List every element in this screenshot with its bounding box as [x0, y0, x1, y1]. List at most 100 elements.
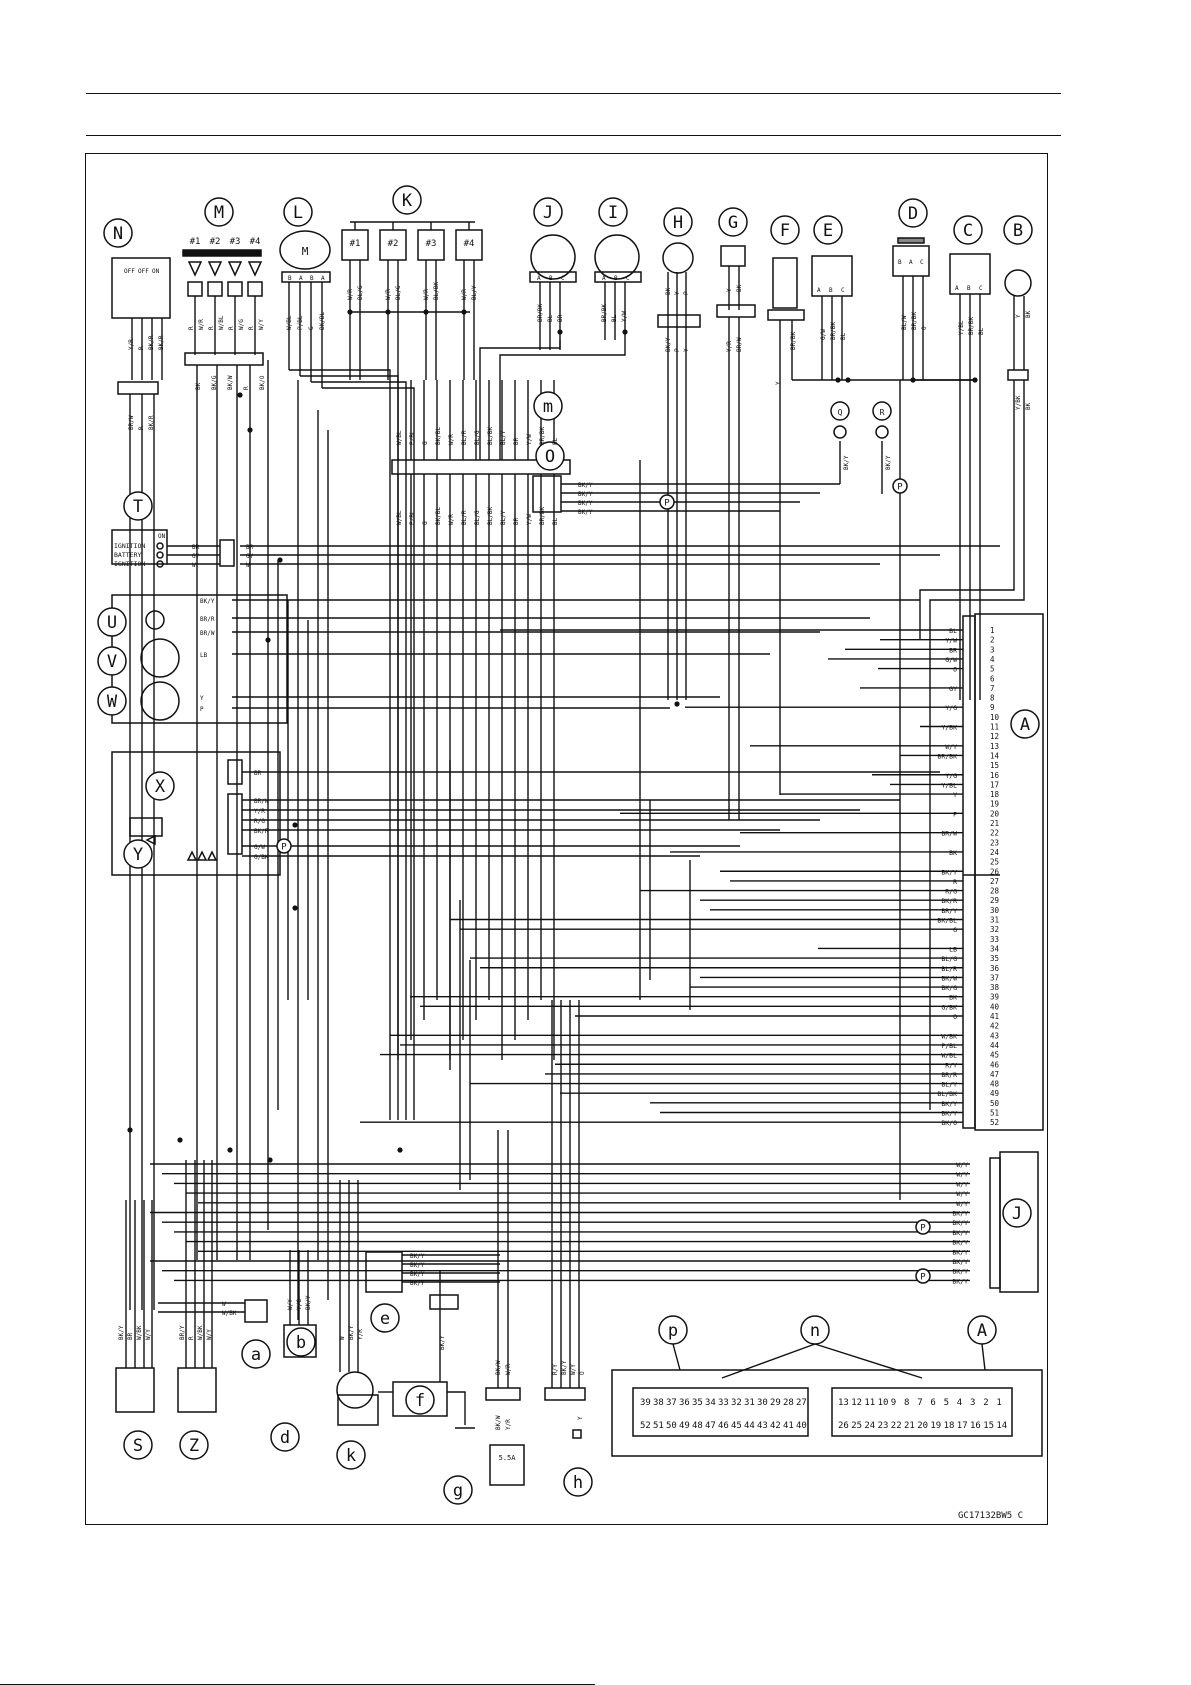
ecu-pin-wire: W/BL — [941, 1052, 957, 1060]
injector-body — [187, 281, 203, 297]
sensor-I-route — [499, 340, 626, 460]
fuse-lower-wire: Y/R — [505, 1419, 512, 1430]
switch-Z — [177, 1367, 217, 1413]
sensor-J-route — [479, 340, 561, 460]
joint-J-wire: W/Y — [956, 1161, 968, 1169]
junction-dot — [397, 1147, 403, 1153]
ecu-face-pin: 3 — [970, 1398, 975, 1408]
connector-h-coupler — [544, 1387, 586, 1401]
ecu-pin-wire: BL/BK — [937, 1090, 957, 1098]
ecu-pin-wire: O — [953, 666, 957, 674]
sensor-B-lower: BK — [1025, 402, 1032, 410]
sensor-I-label: Y/W — [621, 311, 628, 322]
switch-S — [115, 1367, 155, 1413]
diagram-frame — [85, 153, 1048, 1525]
joint-m-label: BR — [513, 437, 520, 445]
callout-circle — [898, 198, 928, 228]
ecu-pin-wire: BL/G — [941, 955, 957, 963]
sensor-E-label: G/W — [820, 329, 827, 340]
joint-J-wire: BK/Y — [952, 1219, 968, 1227]
coil-wire-label: BL/Y — [471, 285, 478, 300]
connector-h-wire: W/Y — [570, 1364, 577, 1375]
relay-diode-array — [196, 850, 208, 861]
ecu-pin-number: 6 — [990, 674, 995, 683]
sensor-d-body — [337, 1394, 379, 1426]
switch-S-wire: W/Y — [145, 1329, 152, 1340]
ecu-pin-wire: BK/BL — [937, 917, 957, 925]
wire-network — [125, 221, 1025, 1425]
ecu-pin-number: 43 — [990, 1031, 999, 1040]
ecu-pin-number: 44 — [990, 1041, 1000, 1050]
ecu-face-right — [831, 1387, 1013, 1437]
relay-wire: Y/R — [254, 808, 265, 815]
connector-R-wire: BK/Y — [885, 455, 892, 470]
callout-circle — [718, 207, 748, 237]
ecu-face-pin: 8 — [904, 1398, 909, 1408]
ecu-face-pin: 17 — [957, 1421, 968, 1431]
joint-J-wire: W/Y — [956, 1190, 968, 1198]
callout-letter-g: g — [453, 1481, 463, 1501]
injector-symbol — [247, 261, 263, 277]
sensor-C-label: Y/BL — [958, 320, 965, 335]
ecu-face-pin: 29 — [770, 1398, 781, 1408]
motor-pin: B — [288, 275, 292, 282]
ecu-pin-number: 28 — [990, 887, 1000, 896]
ignition-coil — [455, 229, 483, 261]
p-marker-label: P — [664, 499, 670, 509]
ecu-face-pin: 19 — [930, 1421, 941, 1431]
junction-dot — [277, 557, 283, 563]
ecu-pin-number: 39 — [990, 993, 999, 1002]
connector-h-lower: Y — [577, 1416, 584, 1420]
relay-coupler-top — [227, 759, 243, 785]
coil-number: #1 — [350, 239, 361, 249]
ecu-pin-wire: BR/BK — [937, 752, 957, 760]
injector-wire-label: R — [228, 326, 235, 330]
relay-box — [111, 751, 281, 876]
switch-S-wire: BR — [127, 1332, 134, 1340]
motor-wire-label: BK/BL — [319, 312, 326, 330]
callout-circle — [813, 215, 843, 245]
callout-circle — [598, 197, 628, 227]
sensor-H-label: Y — [674, 291, 681, 295]
injector-symbol — [227, 261, 243, 277]
ecu-face-pin: 36 — [679, 1398, 690, 1408]
ecu-face-pin: 23 — [878, 1421, 889, 1431]
sensor-B-lower: Y/BK — [1015, 395, 1022, 410]
callout-circle — [97, 607, 127, 637]
callout-circle — [286, 1327, 316, 1357]
joint-m-label: BL — [552, 437, 559, 445]
ignition-lower-label: BR/W — [128, 415, 135, 430]
ecu-pin-wire: Y/BL — [941, 781, 957, 789]
fuse-wire: BK/W — [495, 1360, 502, 1375]
connector-h-wire: BK/Y — [561, 1360, 568, 1375]
ecu-pin-number: 14 — [990, 751, 1000, 760]
junction-dot — [292, 905, 298, 911]
callout-letter-E: E — [823, 221, 833, 241]
ecu-face-pin: 39 — [640, 1398, 651, 1408]
ecu-pin-number: 19 — [990, 800, 999, 809]
switch-S-wire: BK/Y — [118, 1325, 125, 1340]
ecu-pin-number: 10 — [990, 713, 1000, 722]
ecu-pin-wire: R — [953, 878, 957, 886]
ecu-pin-number: 33 — [990, 935, 999, 944]
ecu-pin-number: 30 — [990, 906, 1000, 915]
joint-m-lower: BK/BL — [435, 507, 442, 525]
sensor-F — [772, 257, 798, 309]
ecu-pin-wire: P/BL — [941, 1042, 957, 1050]
connector-R-letter: R — [880, 408, 885, 417]
ecu-face-pin: 15 — [983, 1421, 994, 1431]
switch-a — [244, 1299, 268, 1323]
ecu-pin-wire: BK — [949, 849, 957, 857]
sensor-H-lower: Y — [683, 348, 690, 352]
callout-circle — [663, 207, 693, 237]
sensor-d — [336, 1371, 374, 1409]
sensor-D-pin: C — [920, 259, 924, 266]
ecu-face-pin: 25 — [851, 1421, 862, 1431]
sensor-E-pin: C — [841, 287, 845, 294]
connector-O-wire: BK/Y — [578, 482, 593, 489]
sensor-C-pin: A — [955, 285, 959, 292]
ecu-pin-number: 34 — [990, 944, 1000, 953]
coil-number: #4 — [464, 239, 475, 249]
ecu-face-pin: 14 — [996, 1421, 1007, 1431]
ecu-pin-number: 13 — [990, 742, 999, 751]
